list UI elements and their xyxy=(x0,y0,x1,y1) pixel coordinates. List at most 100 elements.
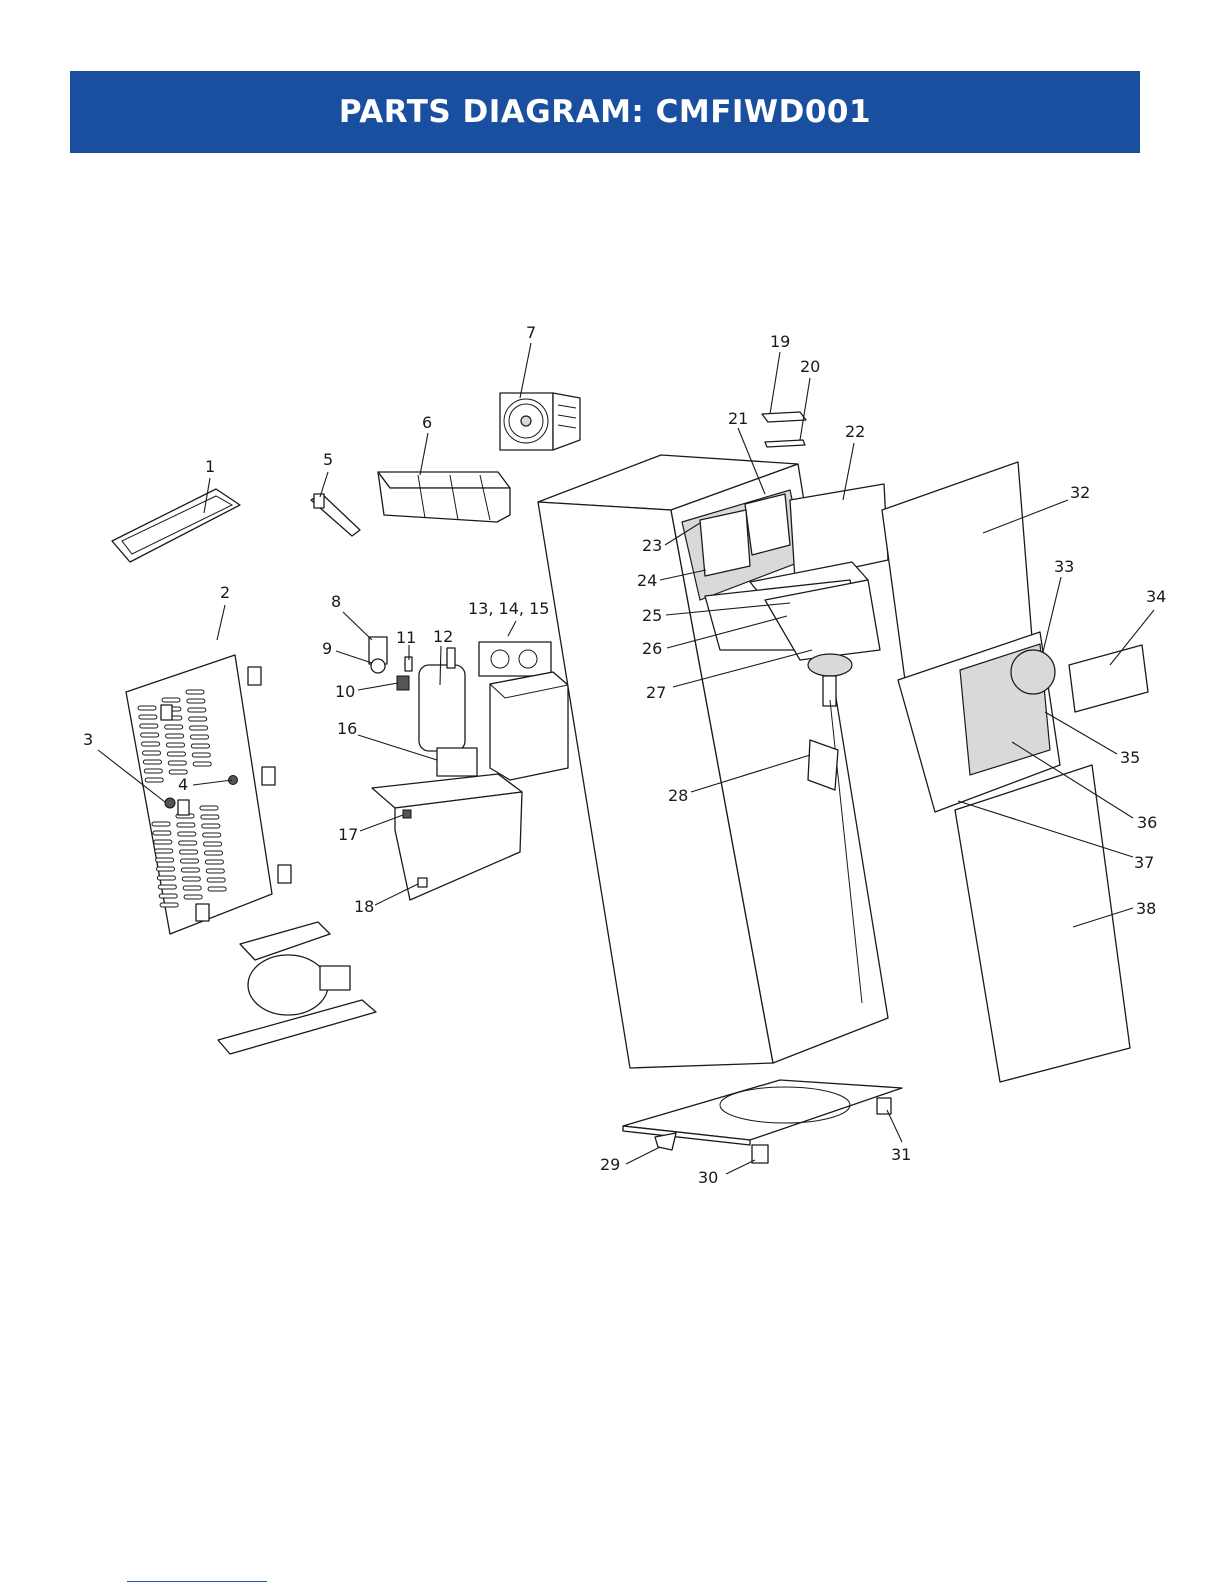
part-10-connector xyxy=(397,676,409,690)
callout-24: 24 xyxy=(637,571,657,590)
callout-12: 12 xyxy=(433,627,453,646)
part-33-motor xyxy=(1011,650,1055,694)
part-20-strip xyxy=(765,440,805,447)
louver-slot xyxy=(158,885,176,889)
callout-37: 37 xyxy=(1134,853,1154,872)
louver-slot xyxy=(205,860,223,864)
part-2-rear-panel xyxy=(126,655,291,934)
louver-slot xyxy=(142,742,160,746)
callout-25: 25 xyxy=(642,606,662,625)
callout-36: 36 xyxy=(1137,813,1157,832)
louver-slot xyxy=(166,734,184,738)
callout-13-14-15: 13, 14, 15 xyxy=(468,599,549,618)
louver-slot xyxy=(143,751,161,755)
louver-slot xyxy=(205,851,223,855)
callout-10: 10 xyxy=(335,682,355,701)
part-box-controller xyxy=(490,672,568,780)
part-18-fitting xyxy=(418,878,427,887)
louver-slot xyxy=(155,849,173,853)
louver-slot xyxy=(202,824,220,828)
louver-slot xyxy=(208,887,226,891)
louver-slot xyxy=(140,724,158,728)
part-13-15-valve-block xyxy=(479,642,551,676)
louver-slot xyxy=(187,699,205,703)
callout-1: 1 xyxy=(205,457,215,476)
louver-slot xyxy=(144,769,162,773)
callout-3: 3 xyxy=(83,730,93,749)
louver-slot xyxy=(204,842,222,846)
callout-16: 16 xyxy=(337,719,357,738)
part-5-rod xyxy=(311,494,360,536)
louver-slot xyxy=(201,815,219,819)
callout-19: 19 xyxy=(770,332,790,351)
louver-slot xyxy=(138,706,156,710)
callout-22: 22 xyxy=(845,422,865,441)
callout-34: 34 xyxy=(1146,587,1166,606)
louver-slot xyxy=(154,840,172,844)
callout-4: 4 xyxy=(178,775,188,794)
louver-slot xyxy=(153,831,171,835)
callout-31: 31 xyxy=(891,1145,911,1164)
compressor-assembly xyxy=(218,922,376,1054)
louver-slot xyxy=(181,859,199,863)
louver-slot xyxy=(193,762,211,766)
louver-slot xyxy=(145,778,163,782)
callout-32: 32 xyxy=(1070,483,1090,502)
callout-2: 2 xyxy=(220,583,230,602)
louver-slot xyxy=(181,868,199,872)
part-6-tray xyxy=(378,472,510,522)
louver-slot xyxy=(167,752,185,756)
callout-6: 6 xyxy=(422,413,432,432)
callout-28: 28 xyxy=(668,786,688,805)
louver-slot xyxy=(179,841,197,845)
louver-slot xyxy=(184,895,202,899)
part-31-foot xyxy=(877,1098,891,1114)
callout-5: 5 xyxy=(323,450,333,469)
part-8-9-valve xyxy=(369,637,387,673)
callout-18: 18 xyxy=(354,897,374,916)
louver-slot xyxy=(168,761,186,765)
callout-35: 35 xyxy=(1120,748,1140,767)
louver-slot xyxy=(139,715,157,719)
louver-slot xyxy=(167,743,185,747)
part-7-fan-condenser xyxy=(500,393,580,450)
louver-slot xyxy=(162,698,180,702)
callout-9: 9 xyxy=(322,639,332,658)
part-38-lower-door xyxy=(955,765,1130,1082)
callout-33: 33 xyxy=(1054,557,1074,576)
callout-38: 38 xyxy=(1136,899,1156,918)
louver-slot xyxy=(165,725,183,729)
part-21-evaporator xyxy=(745,494,790,555)
callout-17: 17 xyxy=(338,825,358,844)
louver-slot xyxy=(188,708,206,712)
part-17-sensor xyxy=(403,810,411,818)
louver-slot xyxy=(192,753,210,757)
louver-slot xyxy=(177,823,195,827)
part-19-strip xyxy=(762,412,806,422)
louver-slot xyxy=(178,832,196,836)
callout-23: 23 xyxy=(642,536,662,555)
louver-slot xyxy=(191,744,209,748)
louver-slot xyxy=(182,877,200,881)
louver-slot xyxy=(180,850,198,854)
callout-27: 27 xyxy=(646,683,666,702)
louver-slot xyxy=(156,858,174,862)
louver-slot xyxy=(157,867,175,871)
louver-slot xyxy=(160,903,178,907)
callout-20: 20 xyxy=(800,357,820,376)
louver-slot xyxy=(143,760,161,764)
louver-slot xyxy=(206,869,224,873)
louver-slot xyxy=(169,770,187,774)
callout-21: 21 xyxy=(728,409,748,428)
louver-slot xyxy=(191,735,209,739)
callout-29: 29 xyxy=(600,1155,620,1174)
callout-26: 26 xyxy=(642,639,662,658)
louver-slot xyxy=(189,717,207,721)
part-16-motor xyxy=(437,748,477,776)
part-23-cover xyxy=(700,510,750,576)
louver-slot xyxy=(159,894,177,898)
part-34-cover xyxy=(1069,645,1148,712)
louver-slot xyxy=(157,876,175,880)
louver-slot xyxy=(141,733,159,737)
louver-slot xyxy=(183,886,201,890)
